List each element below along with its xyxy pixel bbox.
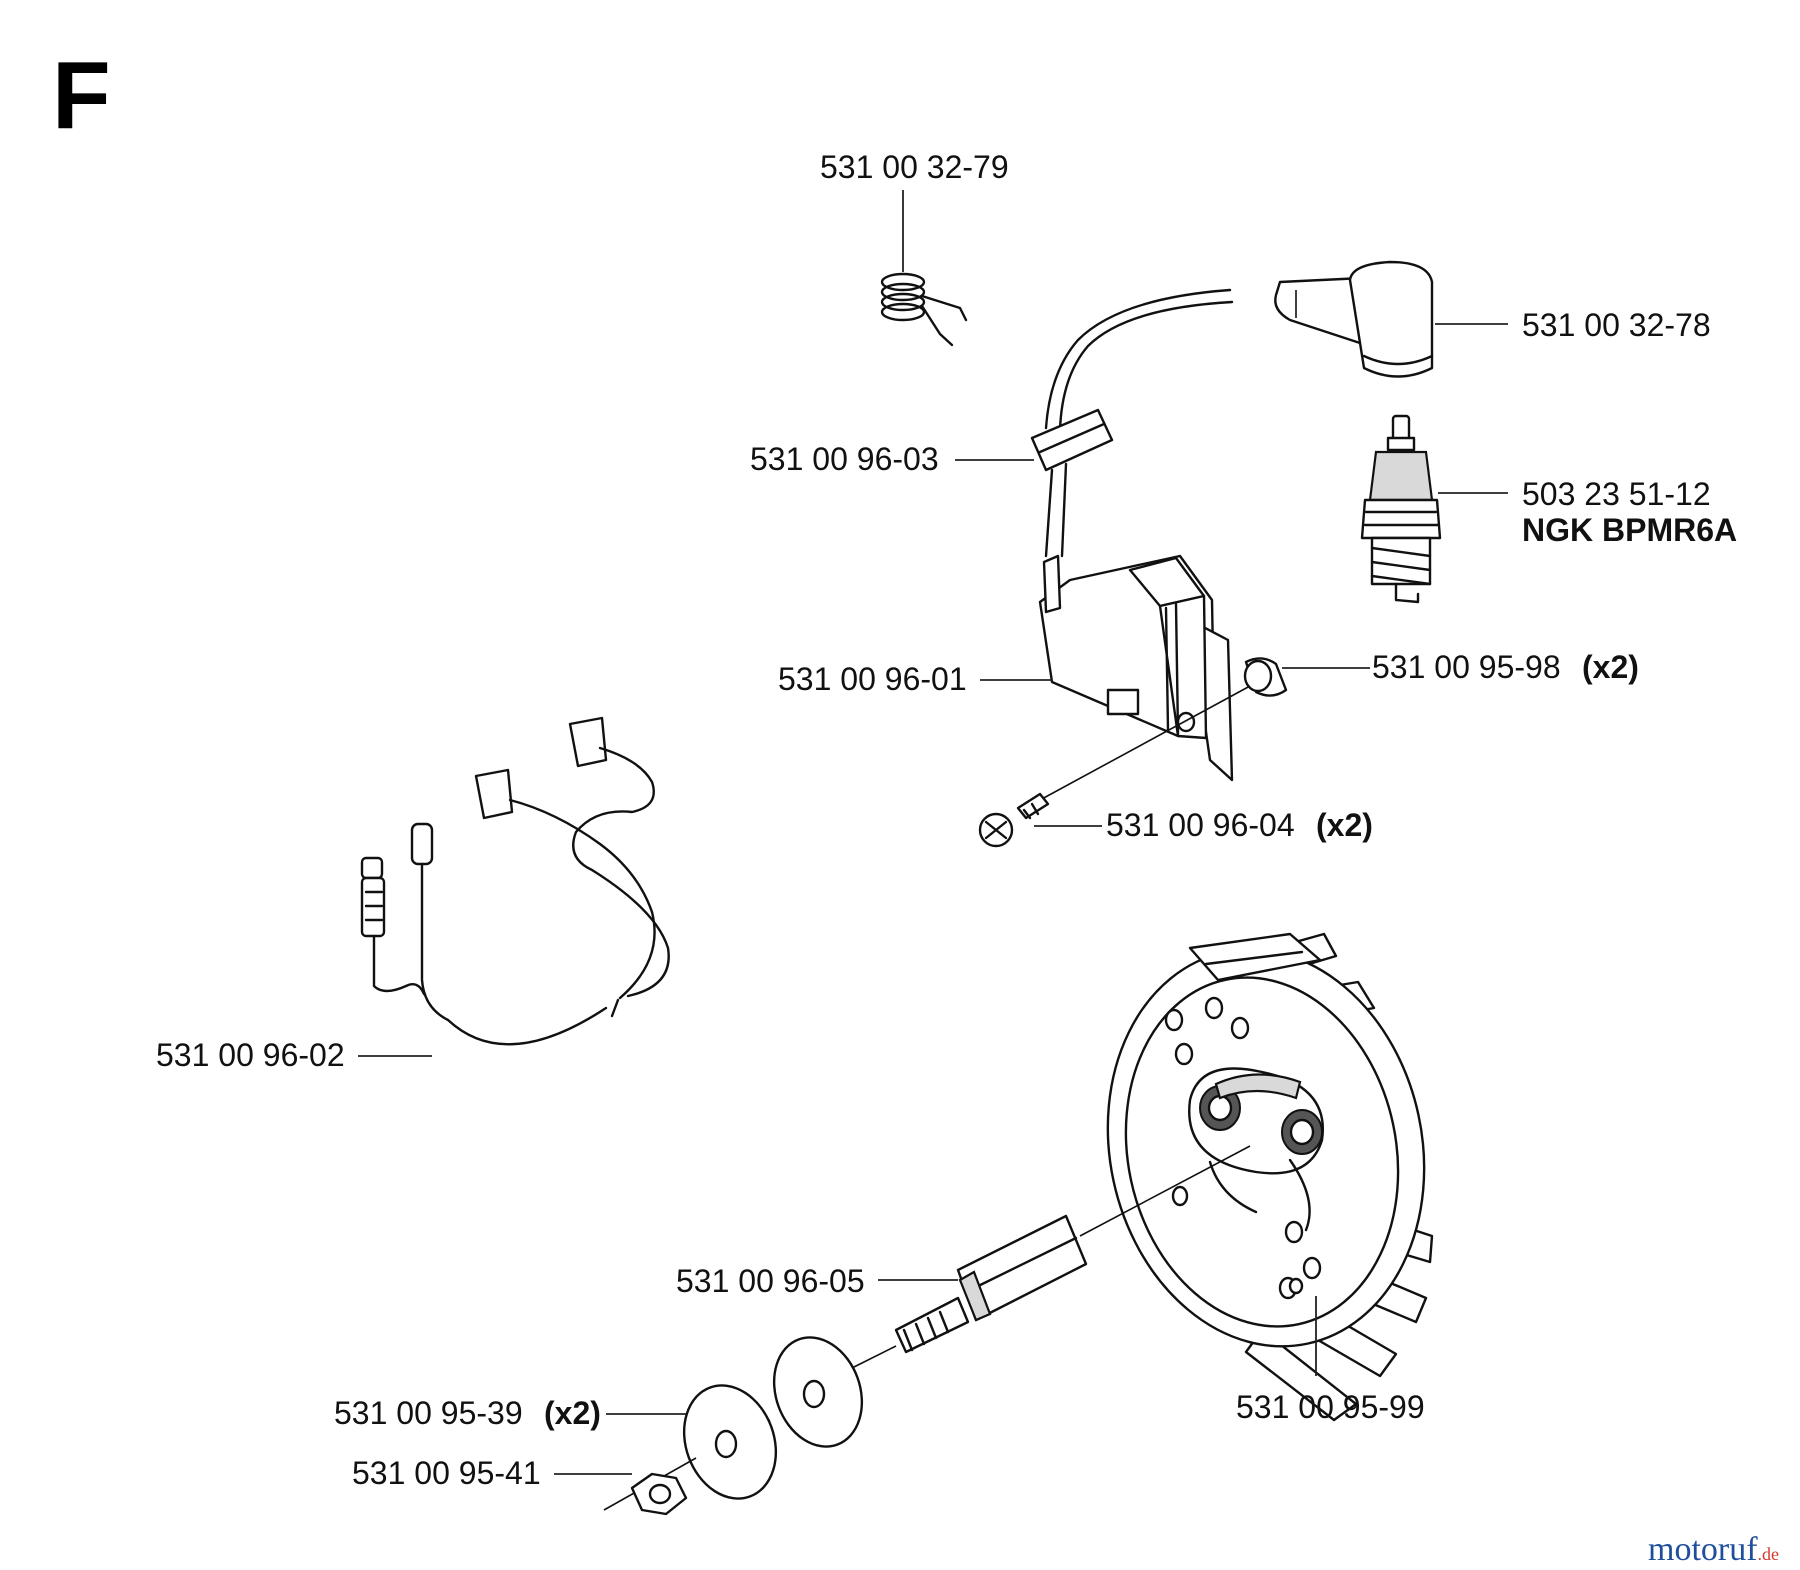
spacer-part-number: 531 00 95-98 [1372,649,1561,685]
spark-plug-drawing [1360,414,1442,604]
spark-plug-part-number: 503 23 51-12 [1522,476,1711,512]
screw-quantity: (x2) [1316,807,1373,843]
watermark-logo: motoruf.de [1648,1531,1779,1568]
svg-text:motoruf.de: motoruf.de [1648,1531,1779,1568]
screw-drawing [978,685,1251,848]
ignition-module-drawing [1038,554,1234,782]
spring-part-number: 531 00 32-79 [820,149,1009,185]
spark-plug-spec: NGK BPMR6A [1522,512,1737,548]
spacer-quantity: (x2) [1582,649,1639,685]
wire-harness-part-number: 531 00 96-02 [156,1037,345,1073]
flywheel-drawing [1106,932,1434,1422]
stud-part-number: 531 00 96-05 [676,1263,865,1299]
washer-part-number: 531 00 95-39 [334,1395,523,1431]
wire-harness-drawing [360,716,670,1046]
spark-plug-cap-drawing [1274,260,1434,378]
flywheel-part-number: 531 00 95-99 [1236,1389,1425,1425]
ignition-lead-part-number: 531 00 96-03 [750,441,939,477]
ignition-module-part-number: 531 00 96-01 [778,661,967,697]
ignition-lead-drawing [1030,288,1234,558]
section-letter: F [52,42,111,149]
screw-part-number: 531 00 96-04 [1106,807,1295,843]
spring-drawing [880,272,968,347]
nut-part-number: 531 00 95-41 [352,1455,541,1491]
nut-drawing [603,1457,697,1516]
stud-drawing [894,1145,1251,1354]
spark-plug-cap-part-number: 531 00 32-78 [1522,307,1711,343]
spacer-drawing [1243,657,1288,697]
watermark-suffix: .de [1758,1544,1780,1564]
washer-quantity: (x2) [544,1395,601,1431]
watermark-brand: motoruf [1648,1531,1758,1568]
washer-drawing [682,1336,897,1500]
